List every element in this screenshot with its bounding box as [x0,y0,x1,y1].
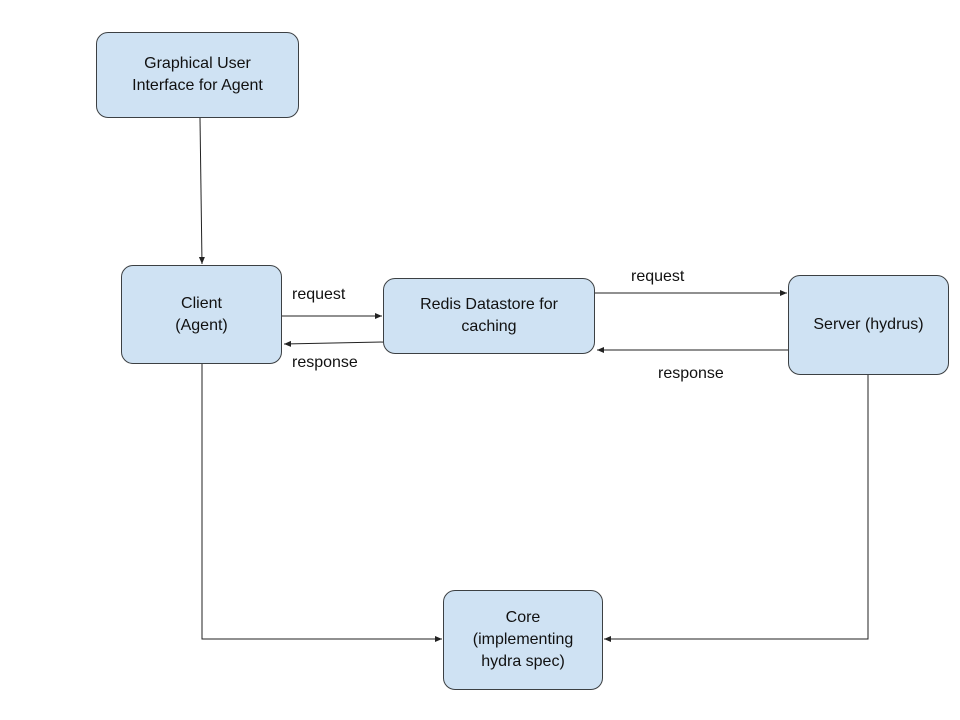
node-core-line-2: (implementing [472,631,574,648]
edge-redis-to-client-response [283,340,386,347]
edge-gui-to-client [198,117,205,265]
edge-client-to-core [201,364,442,642]
node-client-line-2: (Agent) [175,316,228,334]
node-server-line-1: Server (hydrus) [813,316,924,333]
node-redis-line-1: Redis Datastore for [420,296,558,313]
node-client[interactable]: Client (Agent) [121,265,282,364]
node-redis-line-2: caching [461,318,517,335]
node-core-line-3: hydra spec) [481,653,565,670]
node-core[interactable]: Core (implementing hydra spec) [443,590,603,690]
node-core-line-1: Core [505,609,541,626]
node-server[interactable]: Server (hydrus) [788,275,949,375]
node-gui[interactable]: Graphical User Interface for Agent [96,32,299,118]
edge-label-server-redis-response: response [658,365,724,382]
edge-label-redis-client-response: response [292,354,358,371]
node-gui-line-1: Graphical User [144,55,251,72]
node-redis[interactable]: Redis Datastore for caching [383,278,595,354]
edge-label-redis-server-request: request [631,268,685,285]
node-client-line-1: Client [181,294,222,312]
edge-server-to-core [604,375,869,642]
edge-label-client-redis-request: request [292,286,346,303]
node-gui-line-2: Interface for Agent [132,77,263,94]
